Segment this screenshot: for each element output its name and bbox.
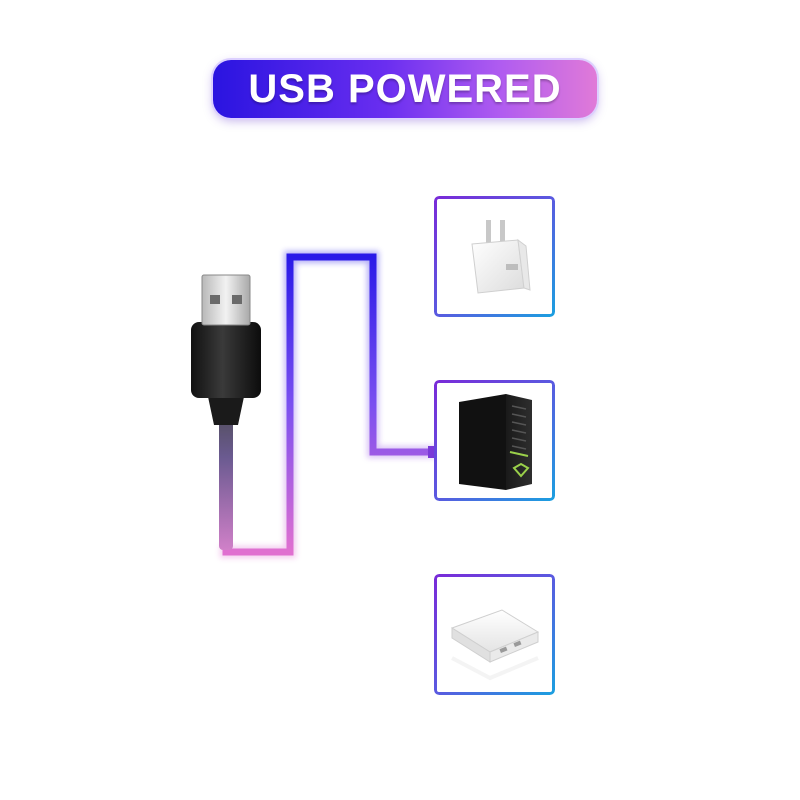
usb-connector [201,274,251,326]
device-box-powerbank [434,574,555,695]
desktop-computer-icon [459,394,532,490]
device-box-computer [434,380,555,501]
wall-charger-icon [471,220,531,294]
title-banner: USB POWERED [213,60,597,118]
page-title: USB POWERED [248,66,562,111]
usb-connector-slot-right [232,295,242,304]
power-bank-icon [450,609,540,681]
cable-line [222,253,437,556]
cable-glow [220,251,437,558]
strain-relief [207,392,245,425]
usb-connector-slot-left [210,295,220,304]
cable-port-connector [428,446,438,458]
usb-plug [191,274,261,550]
braided-cable [219,395,233,550]
device-box-charger [434,196,555,317]
plug-body [191,322,261,398]
